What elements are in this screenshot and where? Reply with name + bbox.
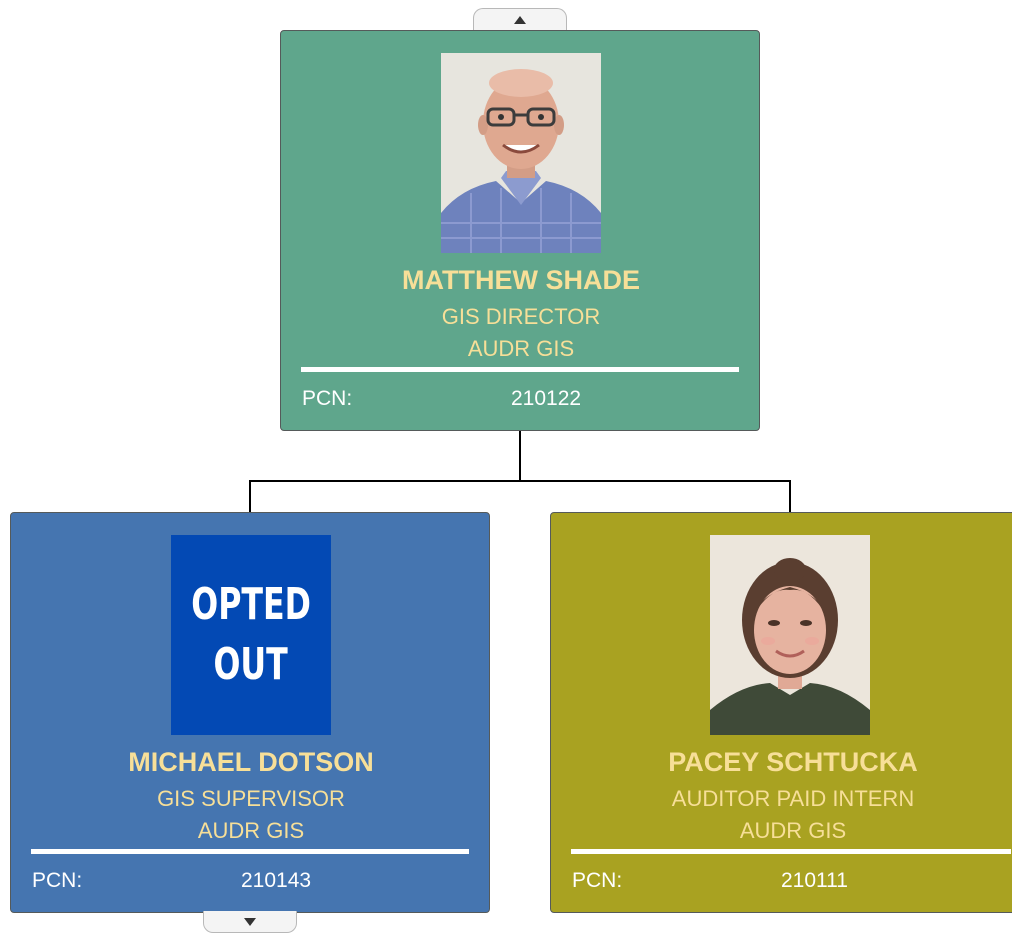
org-node-matthew-shade[interactable]: MATTHEW SHADE GIS DIRECTOR AUDR GIS PCN:…: [280, 30, 760, 431]
pcn-value: 210122: [511, 387, 582, 410]
node-divider: [31, 849, 469, 854]
node-role: GIS DIRECTOR: [441, 304, 601, 329]
connector-vertical-right: [789, 480, 791, 513]
pcn-label: PCN:: [572, 869, 623, 892]
opted-out-line2: OUT: [213, 639, 289, 690]
node-divider: [571, 849, 1011, 854]
expand-down-button[interactable]: [203, 911, 297, 933]
connector-vertical-left: [249, 480, 251, 513]
portrait-man-image: [441, 53, 601, 253]
node-name: MICHAEL DOTSON: [128, 747, 374, 777]
node-department: AUDR GIS: [197, 818, 305, 843]
portrait-woman-image: [710, 535, 870, 735]
opted-out-line1: OPTED: [191, 579, 311, 630]
pcn-value: 210143: [241, 869, 312, 892]
node-role: GIS SUPERVISOR: [157, 786, 345, 811]
node-name: MATTHEW SHADE: [402, 265, 640, 295]
avatar: [441, 53, 601, 253]
node-department: AUDR GIS: [467, 336, 575, 361]
opted-out-placeholder: OPTED OUT: [171, 535, 331, 735]
node-role: AUDITOR PAID INTERN: [671, 786, 915, 811]
org-node-pacey-schtucka[interactable]: PACEY SCHTUCKA AUDITOR PAID INTERN AUDR …: [550, 512, 1012, 913]
avatar: OPTED OUT: [171, 535, 331, 735]
triangle-up-icon: [514, 15, 526, 24]
pcn-value: 210111: [781, 869, 848, 892]
connector-horizontal: [249, 480, 791, 482]
expand-up-button[interactable]: [473, 8, 567, 30]
triangle-down-icon: [244, 917, 256, 926]
pcn-label: PCN:: [32, 869, 83, 892]
connector-vertical-parent: [519, 431, 521, 481]
node-department: AUDR GIS: [739, 818, 847, 843]
org-node-michael-dotson[interactable]: OPTED OUT MICHAEL DOTSON GIS SUPERVISOR …: [10, 512, 490, 913]
avatar: [710, 535, 870, 735]
node-divider: [301, 367, 739, 372]
pcn-label: PCN:: [302, 387, 353, 410]
node-name: PACEY SCHTUCKA: [668, 747, 918, 777]
